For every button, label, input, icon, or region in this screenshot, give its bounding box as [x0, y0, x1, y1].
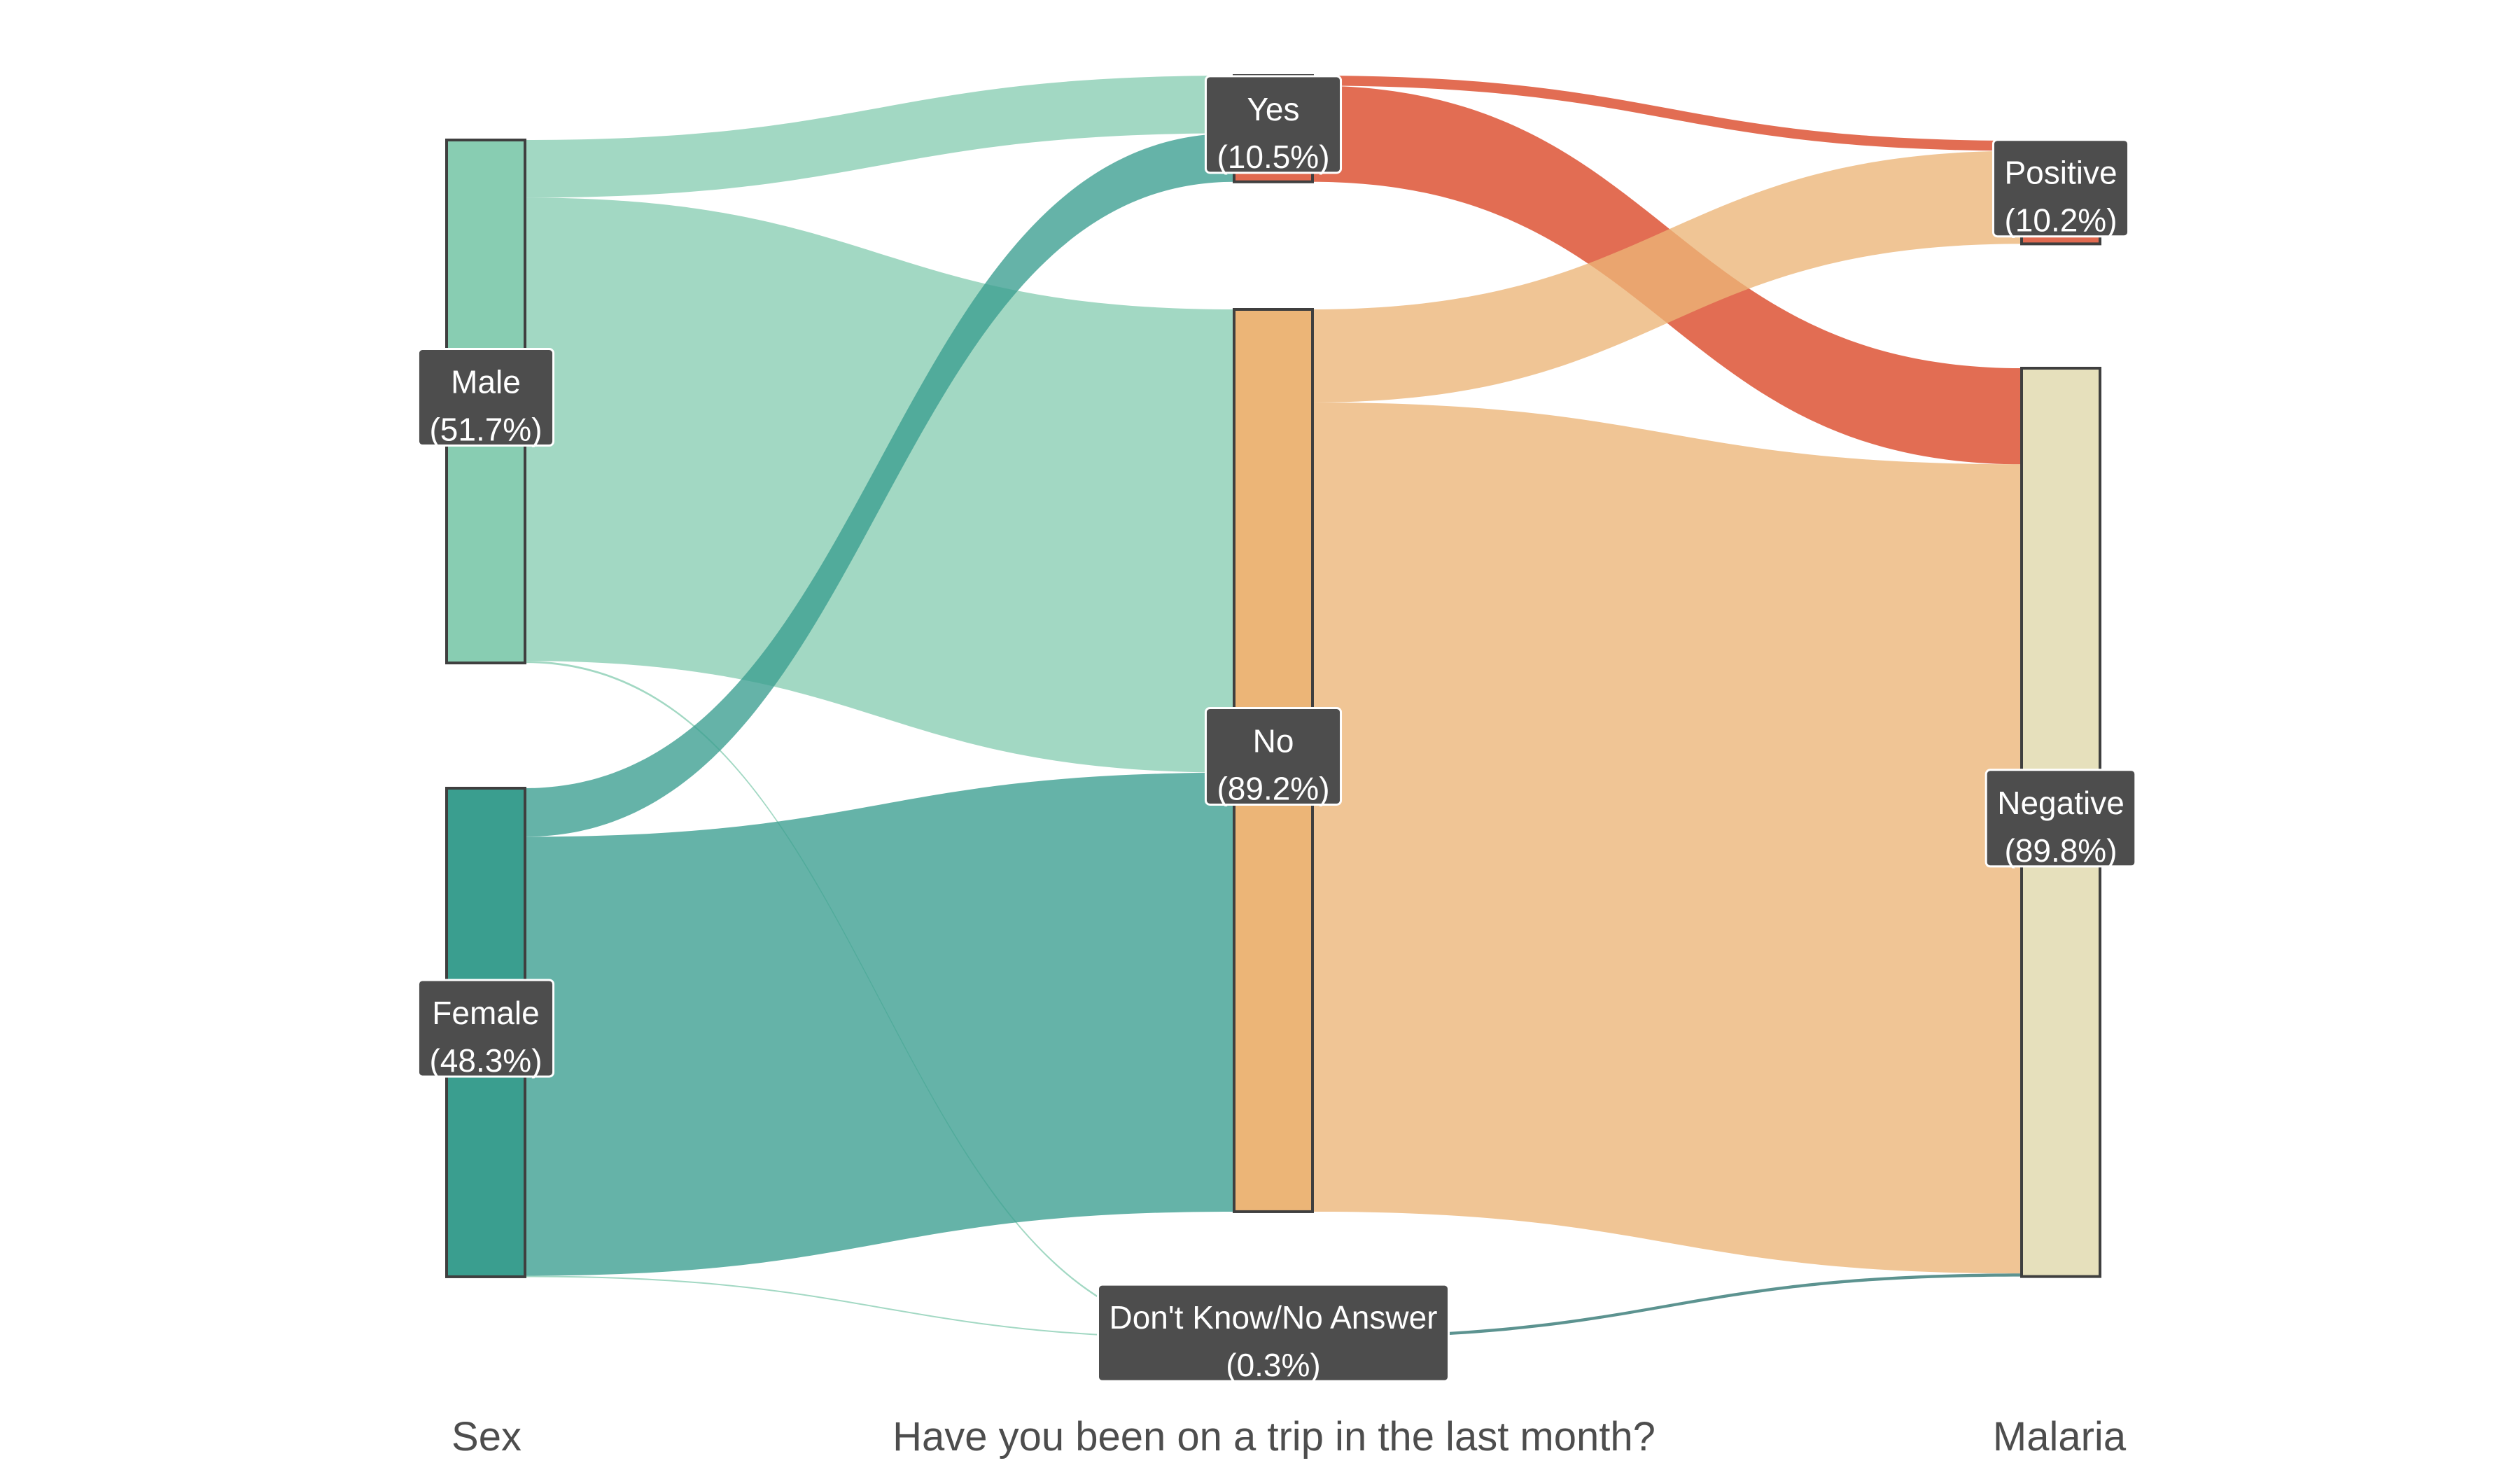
- node-label-box-female: [416, 979, 555, 1078]
- node-percent-male: (51.7%): [429, 412, 542, 448]
- node-name-female: Female: [432, 995, 539, 1031]
- node-name-dk: Don't Know/No Answer: [1109, 1299, 1437, 1336]
- node-label-pos: Positive (10.2%): [1991, 139, 2130, 239]
- node-percent-no: (89.2%): [1217, 770, 1329, 806]
- node-label-neg: Negative (89.8%): [1984, 769, 2137, 869]
- node-label-box-yes: [1204, 75, 1343, 174]
- sankey-node-labels: Male (51.7%) Female (48.3%) Yes (10.5%) No (89.…: [416, 75, 2137, 1383]
- link-female-to-dk: [525, 1275, 1234, 1339]
- node-percent-pos: (10.2%): [2004, 202, 2117, 239]
- node-name-yes: Yes: [1247, 91, 1299, 127]
- stage-title-trip: Have you been on a trip in the last mont…: [892, 1414, 1656, 1460]
- node-label-box-pos: [1991, 139, 2130, 238]
- node-percent-neg: (89.8%): [2004, 832, 2117, 869]
- link-dk-to-neg: [1312, 1273, 2022, 1339]
- node-name-pos: Positive: [2004, 155, 2117, 191]
- node-label-no: No (89.2%): [1204, 706, 1343, 806]
- sankey-links: [525, 76, 2022, 1339]
- node-label-box-no: [1204, 706, 1343, 806]
- link-female-to-no: [525, 772, 1234, 1276]
- node-label-box-male: [416, 348, 555, 447]
- link-yes-to-pos: [1312, 76, 2022, 151]
- node-name-neg: Negative: [1997, 785, 2124, 821]
- link-no-to-neg: [1312, 402, 2022, 1274]
- link-female-to-yes: [525, 133, 1234, 837]
- stage-title-sex: Sex: [451, 1414, 522, 1460]
- node-percent-female: (48.3%): [429, 1042, 542, 1079]
- node-name-male: Male: [451, 364, 521, 400]
- link-male-to-yes: [525, 76, 1234, 198]
- node-label-female: Female (48.3%): [416, 979, 555, 1079]
- node-label-yes: Yes (10.5%): [1204, 75, 1343, 175]
- node-name-no: No: [1253, 722, 1294, 759]
- stage-title-malaria: Malaria: [1993, 1414, 2127, 1460]
- node-percent-yes: (10.5%): [1217, 139, 1329, 175]
- node-label-box-neg: [1984, 769, 2137, 868]
- node-label-dk: Don't Know/No Answer (0.3%): [1096, 1283, 1450, 1383]
- node-label-box-dk: [1096, 1283, 1450, 1382]
- link-no-to-pos: [1312, 150, 2022, 402]
- node-percent-dk: (0.3%): [1226, 1347, 1320, 1383]
- node-label-male: Male (51.7%): [416, 348, 555, 448]
